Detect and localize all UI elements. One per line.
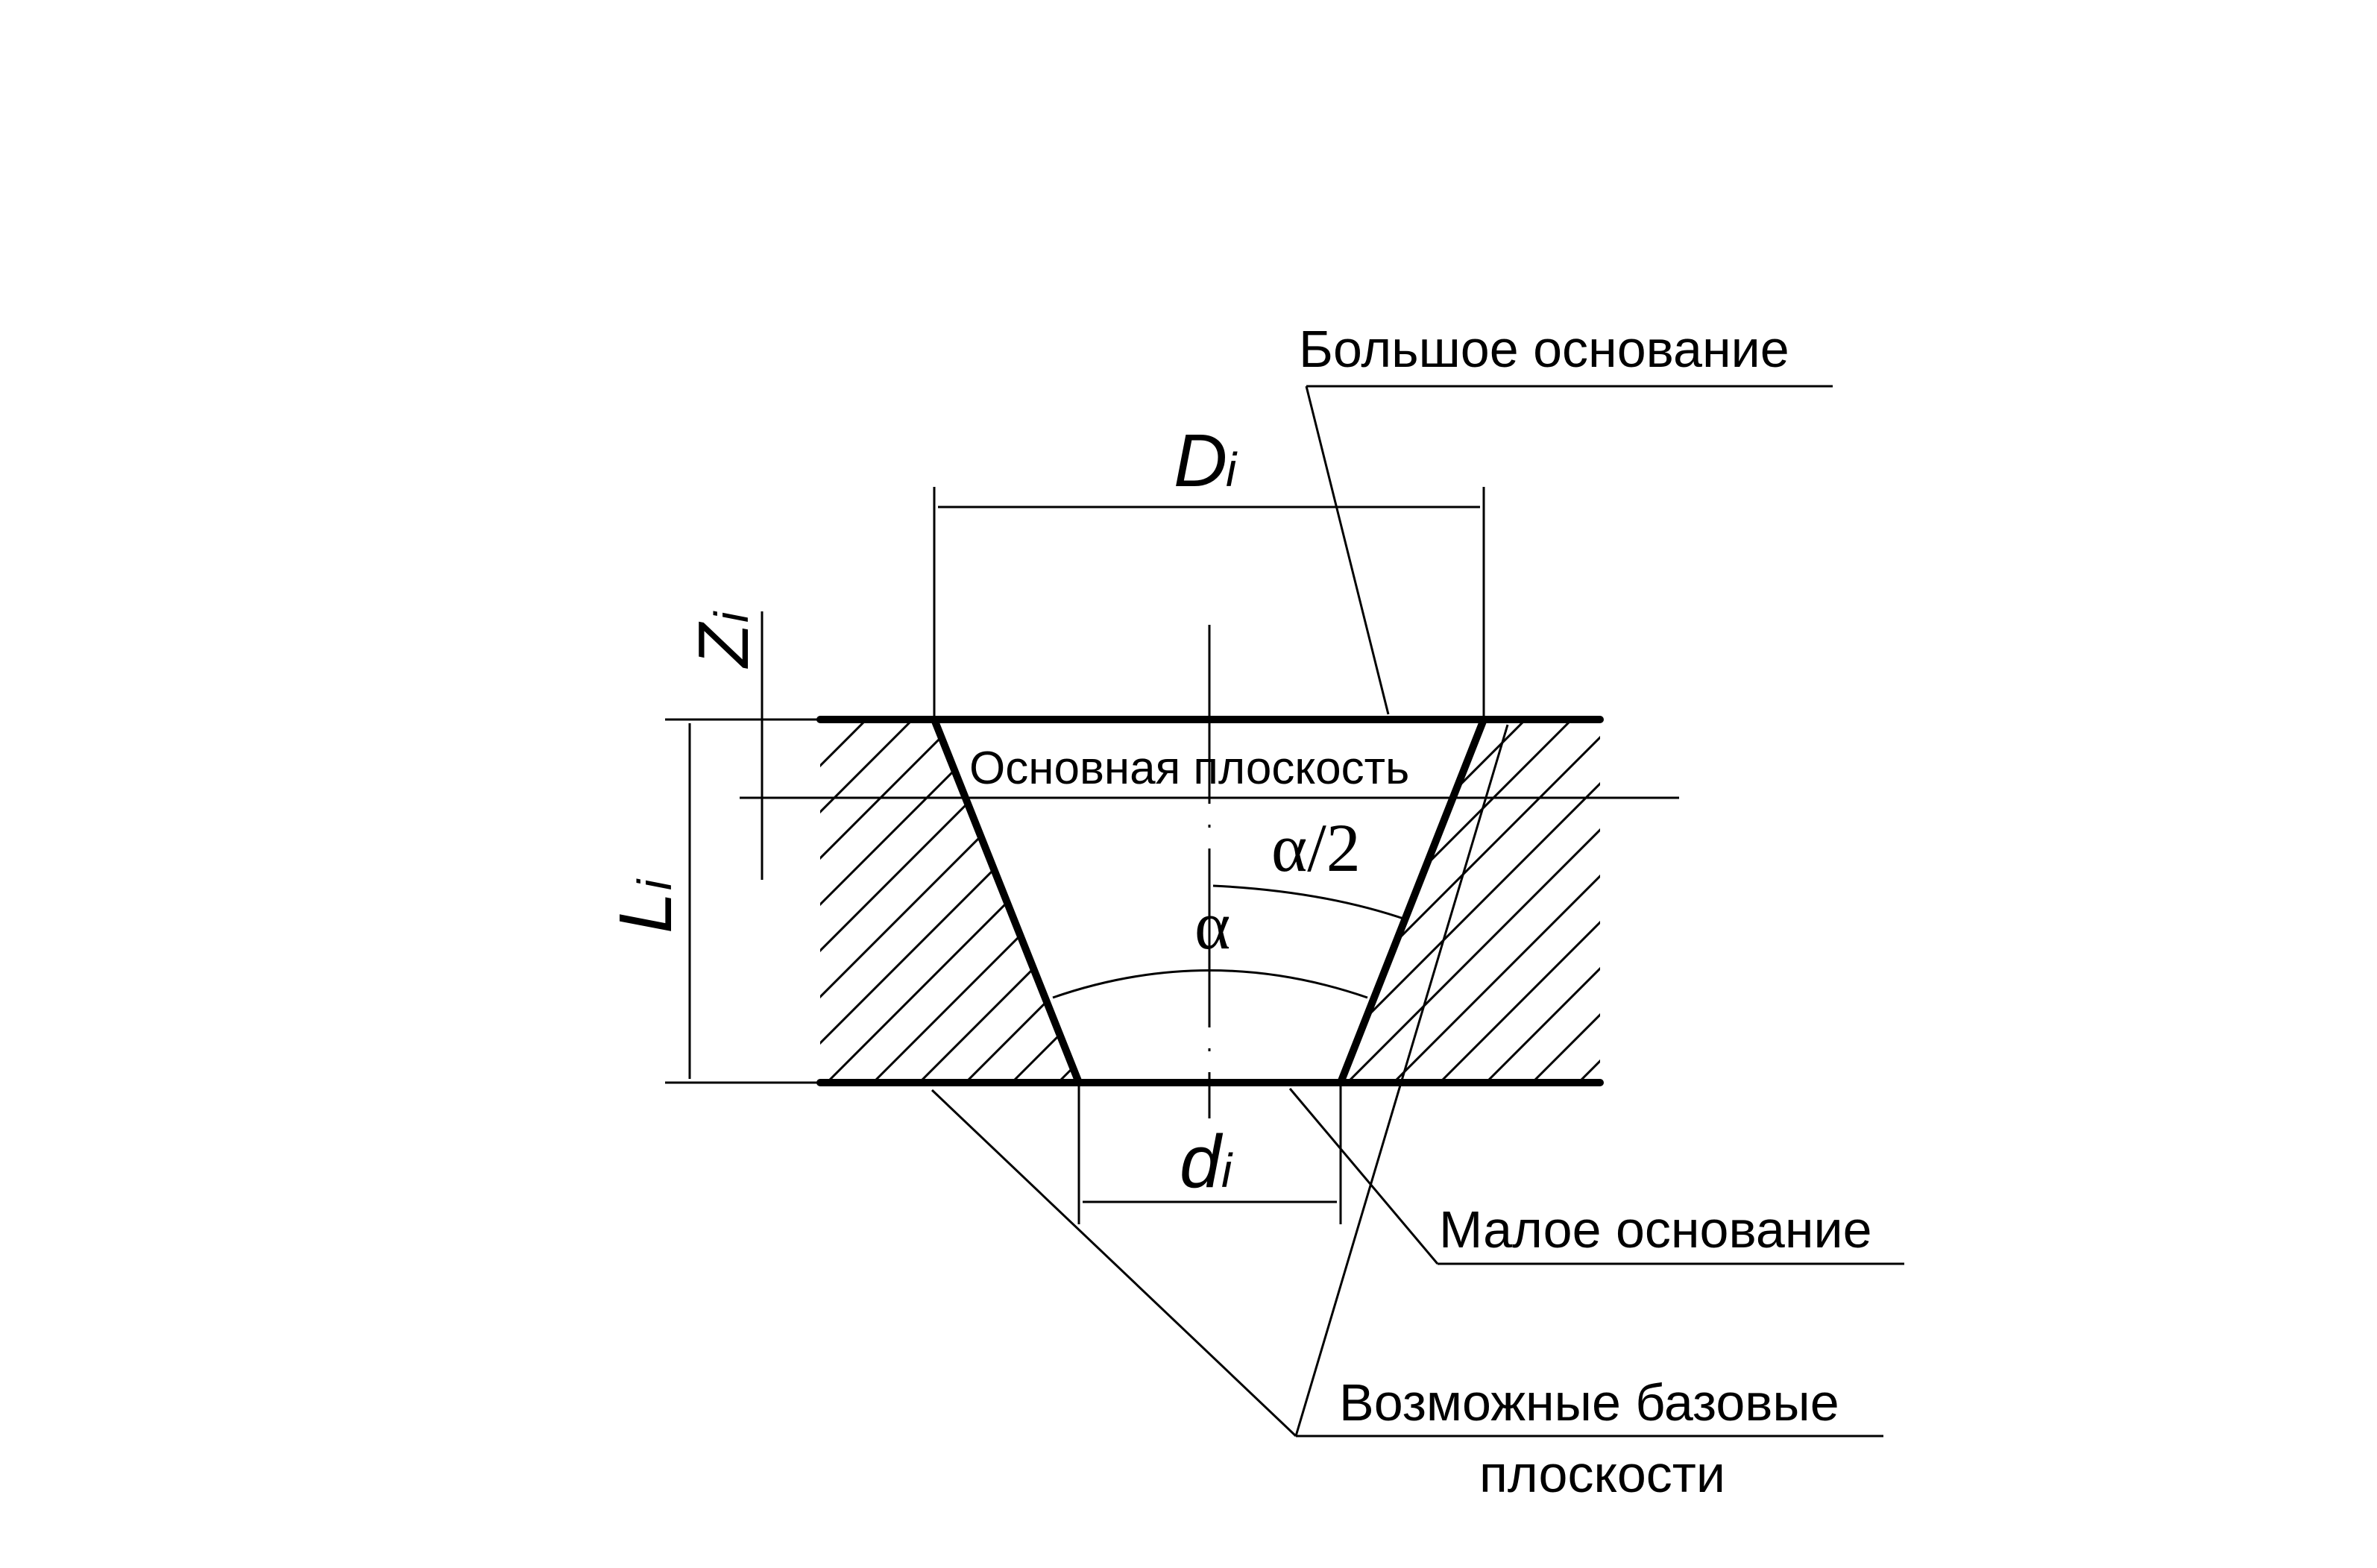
- symbol-D-main: D: [1174, 419, 1227, 503]
- symbol-alpha: α: [1194, 887, 1230, 963]
- hatch-line: [820, 720, 1007, 1083]
- label-base-planes-line2: плоскости: [1479, 1445, 1725, 1503]
- arc-half-alpha: [1212, 884, 1408, 922]
- hatch-line: [1625, 720, 1988, 1083]
- symbol-L: L i: [604, 878, 687, 933]
- hatch-line: [1438, 720, 1600, 1083]
- hatch-line: [820, 720, 960, 1083]
- label-main-plane: Основная плоскость: [969, 743, 1409, 794]
- hatch-line: [820, 720, 914, 1083]
- symbol-L-sub: i: [628, 878, 681, 890]
- hatch-line: [1392, 720, 1600, 1083]
- leader-base-planes-left: [931, 1089, 1297, 1438]
- leader-small-base: [1288, 1088, 1439, 1265]
- hatch-line: [1341, 720, 1600, 1083]
- arc-alpha: [1052, 969, 1368, 999]
- hatch-line: [1346, 720, 1600, 1083]
- hatch-line: [918, 720, 1079, 1083]
- hatch-line: [820, 720, 1079, 1083]
- label-base-planes-line1: Возможные базовые: [1339, 1373, 1839, 1432]
- symbol-half-alpha: α/2: [1271, 810, 1361, 886]
- symbol-Z-sub: i: [705, 611, 758, 623]
- symbol-d-sub: i: [1221, 1144, 1233, 1197]
- symbol-D-sub: i: [1226, 443, 1238, 497]
- label-big-base: Большое основание: [1299, 320, 1789, 378]
- leader-big-base: [1305, 385, 1390, 715]
- cone-left-wall: [931, 716, 1083, 1086]
- symbol-d: d i: [1180, 1120, 1233, 1203]
- symbol-d-main: d: [1180, 1120, 1224, 1203]
- hatch-line: [1577, 720, 1600, 1083]
- symbol-Z: Z i: [684, 611, 764, 669]
- symbol-D: D i: [1174, 419, 1238, 503]
- symbol-Z-main: Z: [684, 621, 764, 669]
- hatch-line: [1531, 720, 1600, 1083]
- cone-right-wall: [1337, 716, 1487, 1086]
- hatch-line: [1485, 720, 1600, 1083]
- symbol-L-main: L: [604, 892, 687, 933]
- hatch-line: [964, 720, 1079, 1083]
- thin-lines: [665, 385, 1904, 1438]
- leader-base-planes-right: [1294, 724, 1509, 1437]
- label-small-base: Малое основание: [1439, 1200, 1872, 1259]
